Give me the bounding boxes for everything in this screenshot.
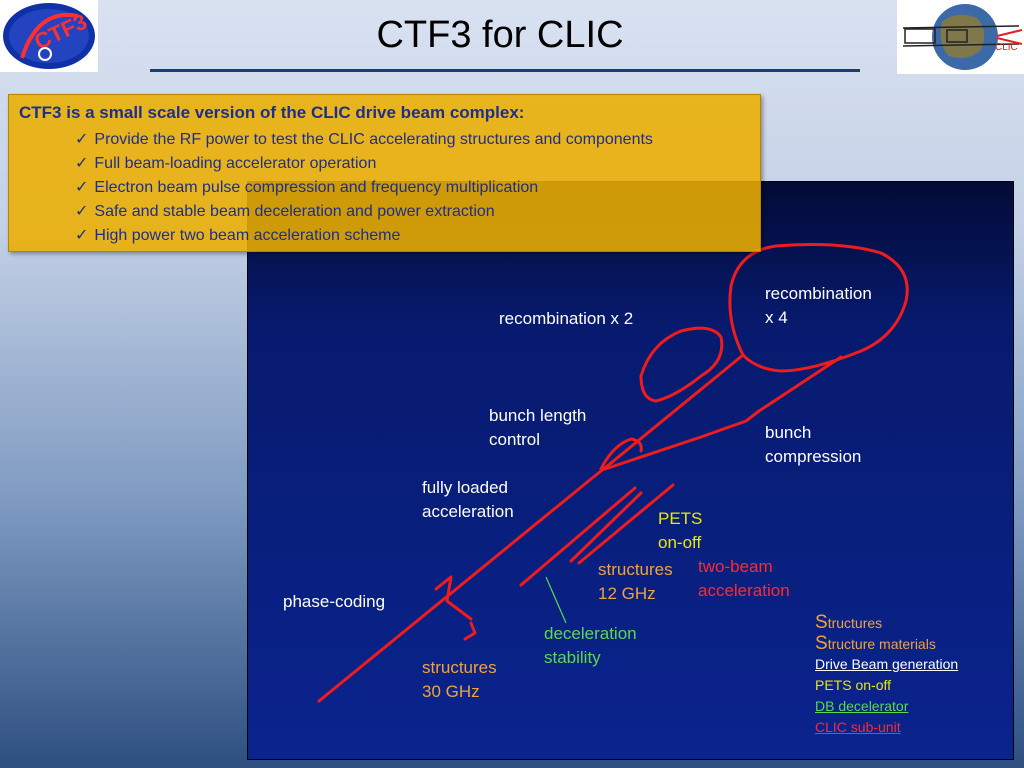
transfer-line-lower	[603, 409, 761, 471]
label-pets-on-off: PETS on-off	[658, 509, 703, 552]
phase-coding-stub	[463, 621, 477, 641]
beamline-drawing	[317, 243, 909, 703]
info-box-heading: CTF3 is a small scale version of the CLI…	[19, 103, 525, 122]
legend-item-pets-on-off: PETS on-off	[815, 677, 892, 693]
label-recombination-x2: recombination x 2	[499, 309, 634, 328]
checkmark-icon: ✓	[75, 131, 89, 148]
label-two-beam-acceleration: two-beam acceleration	[698, 557, 790, 600]
legend-link-db-decelerator[interactable]: DB decelerator	[815, 698, 909, 714]
info-box-list: ✓Provide the RF power to test the CLIC a…	[75, 128, 653, 248]
legend-link-clic-sub-unit[interactable]: CLIC sub-unit	[815, 719, 901, 735]
label-recombination-x4: recombination x 4	[765, 284, 872, 327]
deceleration-pointer	[545, 576, 567, 624]
checkmark-icon: ✓	[75, 227, 89, 244]
ctf3-scheme-panel	[247, 181, 1014, 760]
decelerator-line	[519, 486, 637, 587]
legend-link-drive-beam-generation[interactable]: Drive Beam generation	[815, 656, 959, 672]
delay-loop	[639, 326, 724, 403]
list-item: ✓High power two beam acceleration scheme	[75, 227, 401, 244]
ctf3-logo: CTF3	[0, 0, 98, 72]
label-phase-coding: phase-coding	[283, 592, 386, 611]
info-box: CTF3 is a small scale version of the CLI…	[8, 94, 761, 252]
legend-item-structures: Structures	[815, 612, 883, 633]
pets-line	[569, 491, 643, 563]
label-deceleration-stability: deceleration stability	[544, 624, 637, 667]
page-title: CTF3 for CLIC	[376, 14, 624, 56]
clic-globe-logo: CLIC	[897, 0, 1024, 74]
phase-coding-chicane	[434, 575, 473, 621]
legend-item-structure-materials: Structure materials	[815, 633, 936, 654]
bunch-compression-line	[757, 355, 843, 413]
clic-logo-text: CLIC	[995, 42, 1018, 53]
checkmark-icon: ✓	[75, 203, 89, 220]
label-structures-12ghz: structures 12 GHz	[598, 560, 673, 603]
combiner-ring	[728, 243, 909, 373]
list-item: ✓Full beam-loading accelerator operation	[75, 155, 377, 172]
bunch-length-chicane	[599, 437, 643, 471]
checkmark-icon: ✓	[75, 179, 89, 196]
transfer-line-upper	[609, 353, 745, 465]
label-fully-loaded-acceleration: fully loaded acceleration	[422, 478, 514, 521]
label-structures-30ghz: structures 30 GHz	[422, 658, 497, 701]
legend: Structures Structure materials Drive Bea…	[815, 612, 958, 738]
title-underline	[150, 69, 860, 72]
checkmark-icon: ✓	[75, 155, 89, 172]
label-bunch-compression: bunch compression	[765, 423, 862, 466]
list-item: ✓Electron beam pulse compression and fre…	[75, 179, 539, 196]
list-item: ✓Safe and stable beam deceleration and p…	[75, 203, 495, 220]
two-beam-line	[577, 483, 675, 565]
label-bunch-length-control: bunch length control	[489, 406, 587, 449]
list-item: ✓Provide the RF power to test the CLIC a…	[75, 131, 653, 148]
